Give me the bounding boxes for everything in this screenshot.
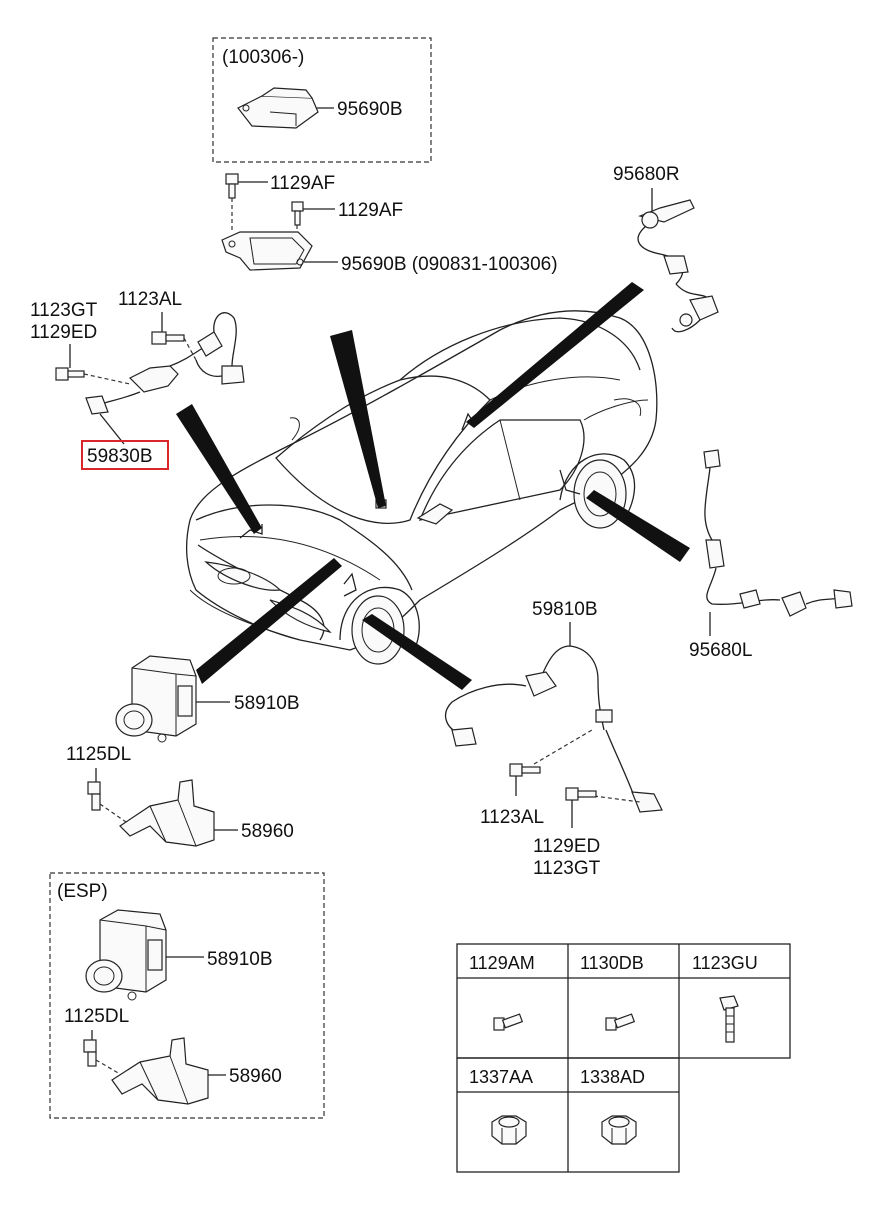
- esp-dashed-box: [49, 872, 325, 1119]
- front-sensor-label: 59810B: [532, 599, 598, 620]
- esp-bracket-label: 58960: [229, 1066, 282, 1087]
- yaw-sensor-old-icon: [221, 231, 313, 271]
- bracket-bolt-icon: [87, 781, 101, 811]
- esp-abs-unit-icon: [85, 909, 167, 1001]
- bolt-al-label: 1123AL: [118, 289, 182, 310]
- top-dashed-box: [212, 37, 432, 163]
- sensor-old-group: 1129AF 1129AF 95690B (090831-100306): [221, 173, 558, 275]
- abs-group: 58910B 1125DL 58960: [66, 655, 300, 847]
- bracket-icon: [119, 779, 215, 847]
- bolt-1-icon: [225, 173, 239, 199]
- nut-1337aa-icon: [491, 1115, 527, 1145]
- table-cell-5: 1338AD: [580, 1067, 645, 1087]
- wheel-speed-sensor-rear-icon: [703, 449, 853, 617]
- esp-bracket-icon: [111, 1037, 209, 1105]
- abs-unit-label: 58910B: [234, 693, 300, 714]
- bolt-gt-label: 1123GT: [30, 300, 98, 321]
- front-sensor-group: 59810B 1123AL 1129ED 1123GT: [444, 599, 663, 879]
- table-cell-4: 1337AA: [469, 1067, 533, 1087]
- screw-1129am-icon: [493, 1013, 524, 1031]
- front-left-sensor-top-label: 95680R: [613, 164, 680, 185]
- table-cell-2: 1130DB: [580, 953, 644, 973]
- wheel-speed-sensor-right-icon: [637, 199, 719, 333]
- sensor-new-group: (100306-) 95690B: [212, 37, 432, 163]
- bolt-al-lower-icon: [509, 763, 541, 777]
- bracket-label: 58960: [241, 821, 294, 842]
- bolt-al-icon: [151, 331, 185, 345]
- nut-1338ad-icon: [601, 1115, 637, 1145]
- sensor-new-label: 95690B: [337, 99, 403, 120]
- bolt-2-label: 1129AF: [338, 200, 403, 221]
- bolt-ed-icon: [55, 367, 85, 381]
- bolt-ed-lower-label: 1129ED: [533, 836, 600, 857]
- front-sensor-right-group: 95680R: [613, 164, 719, 333]
- bolt-ed-lower-icon: [565, 787, 597, 801]
- esp-group: (ESP) 58910B 1125DL 58960: [49, 872, 325, 1119]
- rear-sensor-left-group: 1123GT 1129ED 1123AL 59830B: [30, 289, 245, 470]
- bolt-2-icon: [291, 201, 304, 226]
- abs-unit-icon: [115, 655, 197, 743]
- top-box-header: (100306-): [222, 47, 304, 68]
- wheel-speed-sensor-left-icon: [85, 312, 245, 415]
- bolt-1-label: 1129AF: [270, 173, 335, 194]
- esp-bracket-bolt-label: 1125DL: [64, 1006, 129, 1027]
- highlighted-part-box[interactable]: [81, 440, 169, 470]
- parts-table: 1129AM 1130DB 1123GU 1337AA 1338AD: [456, 943, 791, 1173]
- bolt-ed-label: 1129ED: [30, 322, 97, 343]
- esp-header: (ESP): [57, 881, 108, 902]
- bolt-al-lower-label: 1123AL: [480, 807, 544, 828]
- pointer-beams: [176, 282, 690, 690]
- esp-abs-unit-label: 58910B: [207, 949, 273, 970]
- rear-sensor-label: 95680L: [689, 640, 752, 661]
- highlighted-part-label[interactable]: 59830B: [87, 446, 153, 467]
- wheel-speed-sensor-front-icon: [444, 645, 663, 813]
- rear-sensor-right-group: 95680L: [689, 449, 853, 661]
- screw-1130db-icon: [605, 1013, 636, 1031]
- bracket-bolt-label: 1125DL: [66, 744, 131, 765]
- sensor-old-label: 95690B (090831-100306): [341, 254, 558, 275]
- esp-bracket-bolt-icon: [83, 1039, 97, 1067]
- yaw-sensor-new-icon: [237, 87, 319, 129]
- bolt-gt-lower-label: 1123GT: [533, 858, 601, 879]
- bolt-1123gu-icon: [719, 995, 739, 1043]
- table-cell-3: 1123GU: [692, 953, 758, 973]
- table-cell-1: 1129AM: [469, 953, 535, 973]
